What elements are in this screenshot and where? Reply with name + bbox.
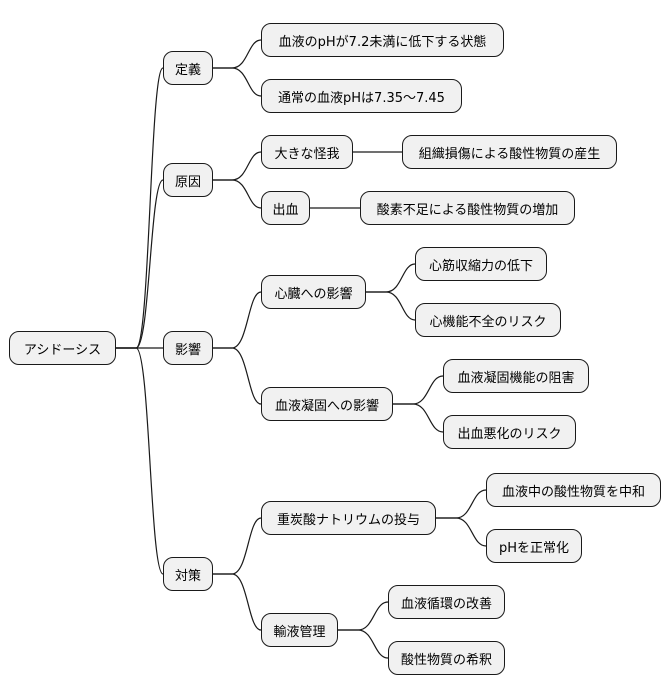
connector-effect-1-1: [366, 263, 416, 293]
node-cause-1: 大きな怪我: [261, 135, 353, 169]
node-cause-2: 出血: [261, 191, 310, 225]
node-define-1: 血液のpHが7.2未満に低下する状態: [261, 23, 504, 57]
connector-measure-1-2: [436, 517, 487, 547]
connector-cause-1: [213, 151, 262, 181]
connector-root-measure: [116, 347, 164, 575]
node-effect-1-1: 心筋収縮力の低下: [415, 247, 547, 281]
node-cause-1-1: 組織損傷による酸性物質の産生: [402, 135, 617, 169]
branch-cause: 原因: [163, 163, 213, 197]
connector-root-define: [116, 67, 164, 349]
node-measure-1: 重炭酸ナトリウムの投与: [261, 501, 436, 535]
branch-effect: 影響: [163, 331, 213, 365]
connector-effect-2-1: [393, 375, 444, 405]
node-measure-2-2: 酸性物質の希釈: [388, 641, 505, 675]
node-measure-2: 輸液管理: [261, 613, 338, 647]
connector-effect-1: [213, 291, 262, 349]
connector-effect-2-2: [393, 403, 444, 433]
connector-effect-1-2: [366, 291, 416, 321]
connector-measure-1-1: [436, 489, 487, 519]
connector-root-cause: [116, 179, 164, 349]
node-define-2: 通常の血液pHは7.35〜7.45: [261, 79, 462, 113]
connector-measure-1: [213, 517, 262, 575]
branch-measure: 対策: [163, 557, 213, 591]
node-effect-1: 心臓への影響: [261, 275, 366, 309]
connector-measure-2-1: [338, 601, 389, 631]
connector-cause-2: [213, 179, 262, 209]
node-measure-1-2: pHを正常化: [486, 529, 582, 563]
branch-define: 定義: [163, 51, 213, 85]
node-measure-1-1: 血液中の酸性物質を中和: [486, 473, 661, 507]
connector-measure-2-2: [338, 629, 389, 659]
node-cause-2-1: 酸素不足による酸性物質の増加: [360, 191, 575, 225]
node-effect-2-1: 血液凝固機能の阻害: [443, 359, 589, 393]
connector-define-2: [213, 67, 262, 97]
root-node: アシドーシス: [9, 331, 116, 365]
connector-define-1: [213, 39, 262, 69]
connector-effect-2: [213, 347, 262, 405]
node-measure-2-1: 血液循環の改善: [388, 585, 505, 619]
node-effect-1-2: 心機能不全のリスク: [415, 303, 561, 337]
node-effect-2-2: 出血悪化のリスク: [443, 415, 576, 449]
node-effect-2: 血液凝固への影響: [261, 387, 393, 421]
connector-measure-2: [213, 573, 262, 631]
